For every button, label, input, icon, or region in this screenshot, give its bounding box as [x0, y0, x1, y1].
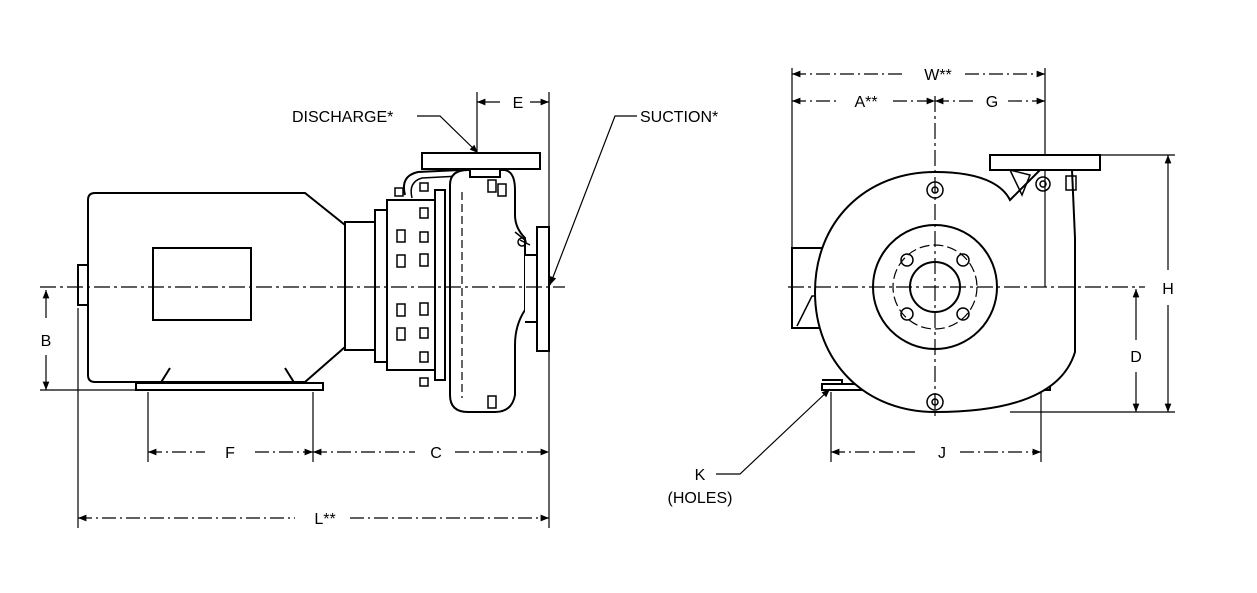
- suction-leader: [549, 115, 637, 286]
- discharge-flange: [421, 152, 541, 178]
- label-g: G: [986, 94, 998, 111]
- label-j: J: [938, 445, 946, 462]
- suction-flange: [525, 226, 550, 352]
- label-c: C: [430, 445, 442, 462]
- end-volute: [813, 169, 1076, 414]
- label-b: B: [41, 333, 52, 350]
- label-holes: (HOLES): [668, 490, 733, 507]
- label-suction: SUCTION*: [640, 109, 718, 126]
- side-view: E DISCHARGE* SUCTION* B F C L**: [40, 92, 718, 528]
- label-e: E: [513, 95, 524, 112]
- adapter-bracket: [374, 169, 461, 387]
- label-a: A**: [854, 94, 877, 111]
- motor-nameplate: [152, 247, 252, 321]
- label-f: F: [225, 445, 235, 462]
- label-d: D: [1130, 349, 1142, 366]
- label-discharge: DISCHARGE*: [292, 109, 393, 126]
- label-w: W**: [924, 67, 952, 84]
- flange-bolt-holes: [900, 253, 970, 321]
- end-view: W** A** G H D J K (HOLES): [668, 67, 1175, 507]
- discharge-leader: [417, 115, 479, 154]
- label-h: H: [1162, 281, 1174, 298]
- volute-casing: [449, 169, 531, 413]
- motor: [77, 192, 376, 391]
- label-k: K: [695, 467, 706, 484]
- end-discharge-flange: [989, 154, 1101, 171]
- motor-base: [135, 382, 324, 391]
- label-l: L**: [314, 511, 335, 528]
- k-leader: [716, 388, 831, 475]
